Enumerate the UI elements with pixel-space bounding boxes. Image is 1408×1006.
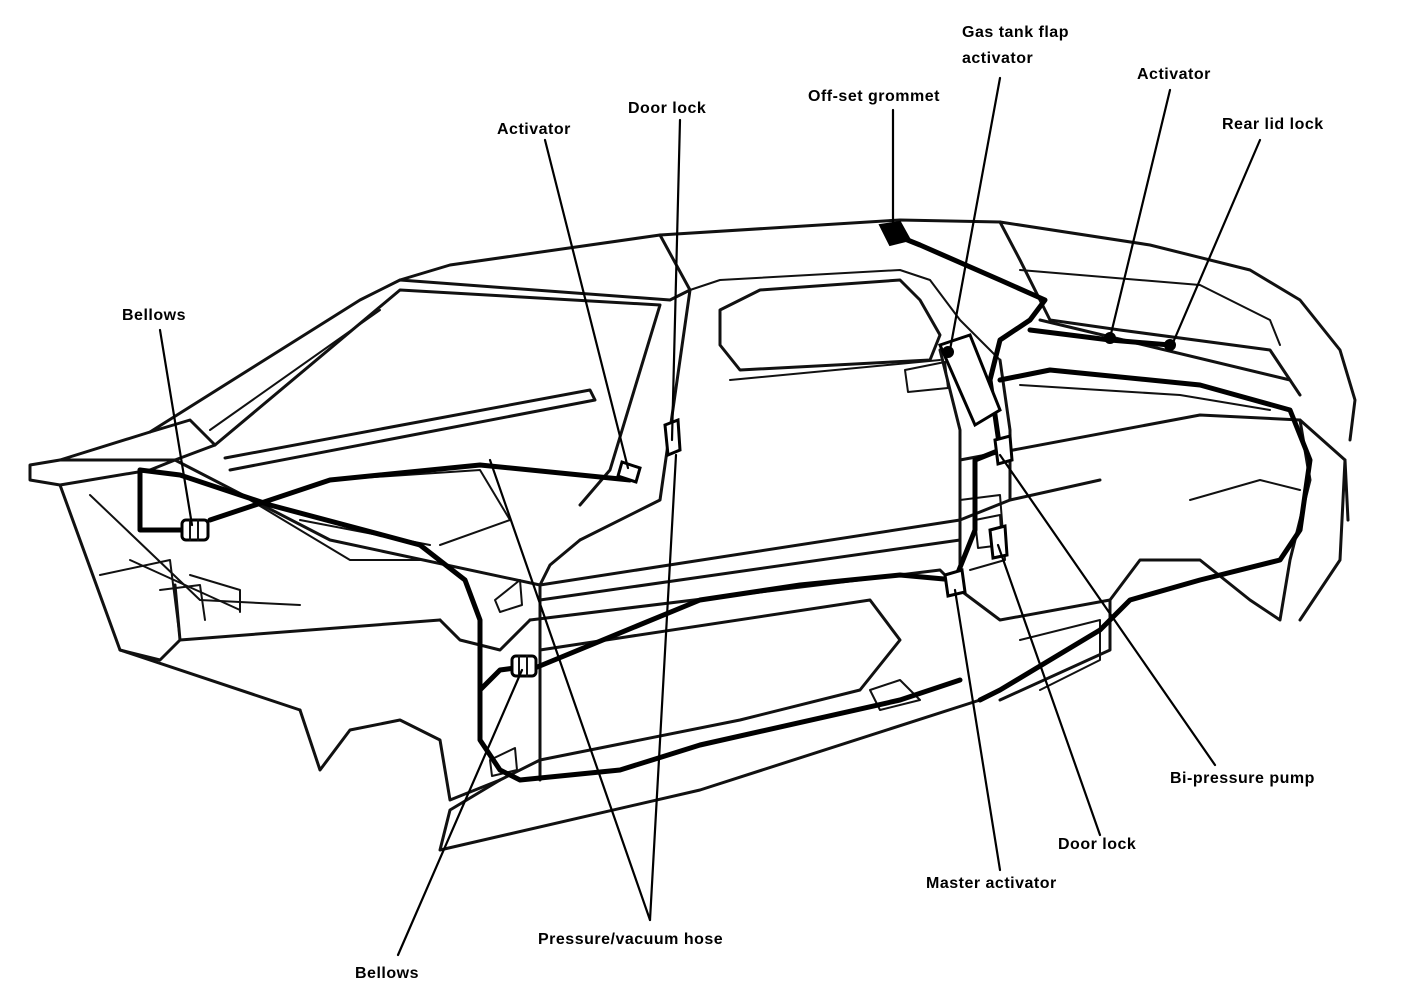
- bi-pressure-pump: [993, 434, 1014, 466]
- label-offset-grommet: Off-set grommet: [808, 88, 940, 105]
- label-gas-tank-flap-activator-line1: Gas tank flap: [962, 24, 1069, 41]
- label-bellows-door: Bellows: [355, 965, 419, 982]
- car-body-outline: [28, 218, 1357, 852]
- rear-door-lock: [988, 524, 1009, 560]
- label-door-lock-rear: Door lock: [1058, 836, 1137, 853]
- label-door-lock-front: Door lock: [628, 100, 707, 117]
- master-activator: [943, 568, 967, 598]
- gas-tank-flap-activator: [937, 333, 1002, 428]
- pressure-vacuum-hose-network: [137, 232, 1313, 783]
- label-gas-tank-flap-activator-line2: activator: [962, 50, 1034, 67]
- components: [180, 220, 1176, 678]
- bellows-door: [510, 654, 538, 678]
- front-door-activator: [616, 460, 642, 484]
- label-bi-pressure-pump: Bi-pressure pump: [1170, 770, 1315, 787]
- label-pressure-vacuum-hose: Pressure/vacuum hose: [538, 931, 724, 948]
- offset-grommet: [878, 220, 912, 247]
- label-activator-front: Activator: [497, 121, 571, 138]
- bellows-front: [180, 518, 210, 542]
- label-master-activator: Master activator: [926, 875, 1057, 892]
- label-activator-rear: Activator: [1137, 66, 1211, 83]
- leader-lines: [158, 76, 1262, 957]
- label-bellows-front: Bellows: [122, 307, 186, 324]
- label-rear-lid-lock: Rear lid lock: [1222, 116, 1324, 133]
